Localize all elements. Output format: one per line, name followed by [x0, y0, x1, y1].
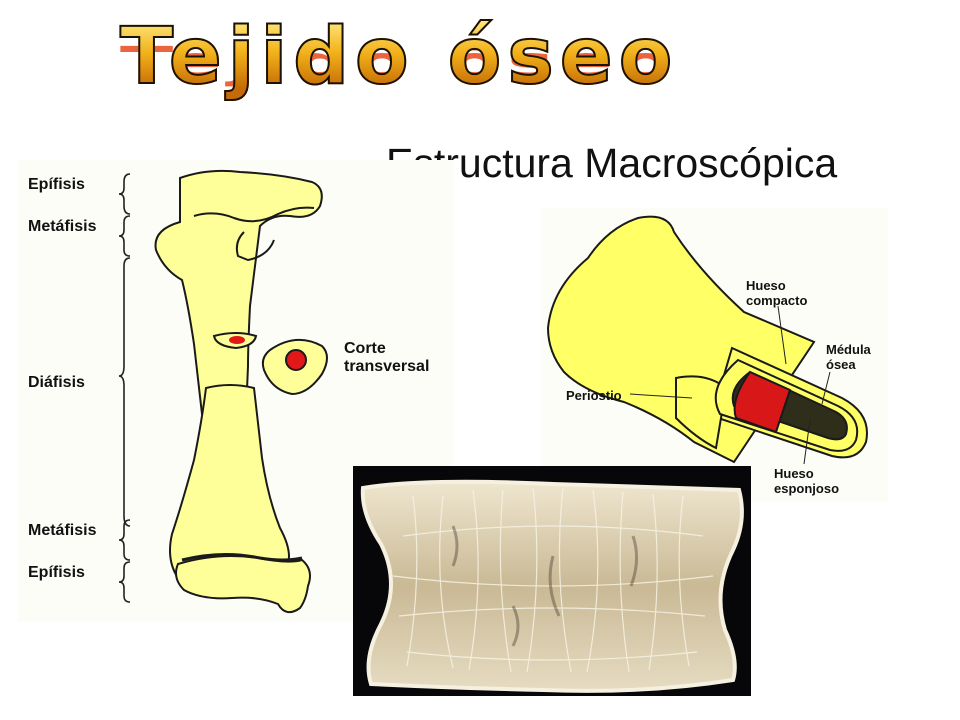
label-hueso-esponjoso: Hueso esponjoso	[774, 466, 839, 496]
label-metafisis-top: Metáfisis	[28, 218, 97, 235]
trabecular-bone-image	[360, 479, 744, 693]
pointer-periostio	[629, 393, 693, 399]
long-bone-section-diagram: Hueso compacto Médula ósea Periostio Hue…	[542, 208, 888, 502]
lower-bone	[169, 384, 290, 580]
long-bone-illustration	[546, 215, 868, 465]
trabeculae	[392, 487, 714, 673]
label-transversal: transversal	[344, 358, 430, 375]
label-diafisis: Diáfisis	[28, 374, 85, 391]
brace-diafisis	[118, 257, 131, 527]
label-medula-line2: ósea	[826, 357, 856, 372]
pointer-esponjoso	[803, 419, 811, 465]
brace-metafisis-bottom	[118, 519, 131, 561]
trabecular-bone-photo	[353, 466, 751, 696]
title-wordart: Tejido óseo Tejido óseo	[110, 11, 870, 122]
label-metafisis-bottom: Metáfisis	[28, 522, 97, 539]
brace-epifisis-bottom	[118, 561, 131, 603]
label-hueso-esponjoso-line2: esponjoso	[774, 481, 840, 496]
pores	[451, 525, 638, 647]
upper-marrow	[229, 336, 245, 344]
epiphyseal-line	[181, 552, 303, 562]
brace-epifisis-top	[118, 173, 131, 215]
label-periostio: Periostio	[566, 388, 622, 403]
page-title: Tejido óseo	[119, 11, 679, 103]
subtitle: Estructura Macroscópica	[386, 140, 838, 186]
periosteum-layer	[675, 375, 728, 450]
upper-epiphysis-line	[193, 206, 315, 223]
pointer-compacto	[777, 305, 787, 365]
lower-epiphysis	[175, 555, 311, 614]
label-medula-osea: Médula ósea	[826, 342, 871, 372]
label-medula-line1: Médula	[826, 342, 871, 357]
label-epifisis-top: Epífisis	[28, 176, 85, 193]
title-shadow: Tejido óseo	[120, 38, 678, 88]
upper-bone	[154, 169, 323, 418]
bone-regions-illustration	[118, 169, 328, 614]
upper-ridge	[235, 231, 275, 262]
label-hueso-compacto-line2: compacto	[746, 293, 808, 308]
cross-section	[261, 339, 328, 396]
label-hueso-compacto: Hueso compacto	[746, 278, 807, 308]
label-hueso-esponjoso-line1: Hueso	[774, 466, 814, 481]
label-corte: Corte	[344, 340, 386, 357]
label-epifisis-bottom: Epífisis	[28, 564, 85, 581]
pointer-medula	[821, 371, 831, 405]
brace-metafisis-top	[118, 215, 131, 257]
spongy-red	[733, 370, 792, 434]
label-hueso-compacto-line1: Hueso	[746, 278, 786, 293]
